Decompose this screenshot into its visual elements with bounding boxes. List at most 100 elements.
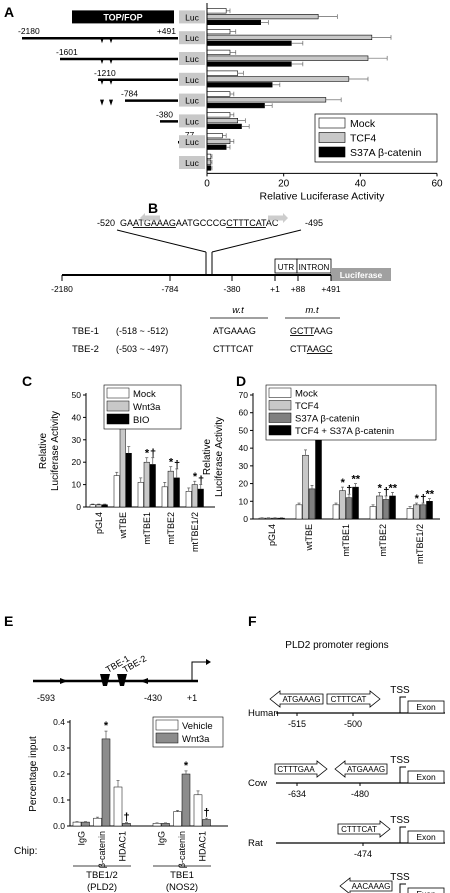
exon-label: Exon <box>416 772 436 782</box>
bar-a <box>206 91 231 97</box>
legend-label: Wnt3a <box>133 402 161 413</box>
zoom-line <box>211 229 302 253</box>
luc-box <box>179 114 205 128</box>
tick-label-y: 50 <box>72 390 82 400</box>
bar-a <box>206 118 238 124</box>
tbe-mark <box>109 99 113 106</box>
bar-e <box>101 738 111 827</box>
intron-label: INTRON <box>299 263 330 272</box>
legend-swatch <box>268 425 292 436</box>
tss-label: TSS <box>390 685 410 696</box>
legend-swatch <box>106 400 130 412</box>
legend-label: Mock <box>133 389 156 400</box>
category-label: pGL4 <box>267 524 277 546</box>
bar-e <box>181 773 191 827</box>
bar <box>89 504 96 508</box>
bar <box>173 477 180 508</box>
bar <box>113 475 120 508</box>
axis-title-y: RelativeLuciferase Activity <box>38 411 61 491</box>
tick-label-y: 70 <box>239 390 249 400</box>
species-label: Rat <box>248 838 263 849</box>
axis-title-line: Luciferase Activity <box>50 411 61 491</box>
seq-start-label: -520 <box>97 218 115 228</box>
category-label: pGL4 <box>94 512 104 534</box>
legend-swatch <box>268 412 292 423</box>
bar <box>185 491 192 508</box>
mt-header: m.t <box>305 305 319 316</box>
luc-label: Luc <box>185 33 199 43</box>
bar-a <box>206 8 227 14</box>
bar-e <box>122 823 131 827</box>
tbe-mark <box>109 78 113 85</box>
tbe-seq-f: AACAAAG <box>352 882 391 891</box>
tick-label-y-e: 0.0 <box>53 821 65 831</box>
tbe2-arrow <box>268 213 288 223</box>
legend-label-a: S37A β-catenin <box>350 147 422 159</box>
position-label: -593 <box>37 693 55 703</box>
species-label: Cow <box>248 778 267 789</box>
panel-a-bars <box>206 8 392 171</box>
intron-box <box>296 258 332 274</box>
bar-a <box>206 19 261 26</box>
significance-mark-e: * <box>184 760 189 772</box>
tick-label-b: +491 <box>321 284 340 294</box>
tbe-mark <box>100 99 104 106</box>
panel-f-title: PLD2 promoter regions <box>285 640 388 651</box>
significance-mark: † <box>198 475 204 487</box>
bar-a <box>206 76 350 82</box>
tick-label-y-e: 0.1 <box>53 795 65 805</box>
bar <box>426 501 433 520</box>
legend-label-a: Mock <box>350 118 376 130</box>
tick-label-b: +88 <box>291 284 306 294</box>
bar <box>332 504 340 520</box>
mut-bases: GCTT <box>290 326 315 336</box>
luc-label: Luc <box>185 54 199 64</box>
bar <box>271 517 279 520</box>
tick-label-a: 40 <box>355 178 367 189</box>
top-fop-label: TOP/FOP <box>103 12 142 22</box>
chip-antibody-label: IgG <box>157 831 167 846</box>
species-label: Human <box>248 708 279 719</box>
bar-a <box>206 28 231 35</box>
legend-label: TCF4 <box>295 401 319 412</box>
bar <box>137 482 144 508</box>
tick-label-a: 20 <box>278 178 290 189</box>
tbe-name: TBE-1 <box>72 326 99 337</box>
tss-arrow-f <box>399 696 406 713</box>
panel-label-b: B <box>148 200 158 216</box>
bar-e <box>81 821 90 827</box>
bar-a <box>206 103 265 109</box>
exon-box <box>407 887 445 893</box>
axis-title-line: Luciferase Activity <box>214 417 225 497</box>
luc-label: Luc <box>185 116 199 126</box>
significance-mark: * <box>415 493 420 505</box>
chip-antibody-label: HDAC1 <box>198 831 208 862</box>
significance-mark: * <box>145 448 150 460</box>
bar-a <box>206 55 369 61</box>
tick-label-y: 40 <box>239 443 249 453</box>
mut-bases: AAGC <box>307 344 333 354</box>
significance-mark: * <box>193 471 198 483</box>
group-name: TBE1 <box>170 870 194 881</box>
bar <box>161 486 168 508</box>
significance-mark: † <box>174 459 180 471</box>
bar-a <box>206 165 212 171</box>
tick-label-a: 0 <box>204 178 210 189</box>
tick-label-y: 0 <box>76 502 81 512</box>
bar-e <box>152 823 162 827</box>
tbe-arrow-f <box>334 760 388 778</box>
luc-label: Luc <box>185 137 199 147</box>
construct-end-label: +491 <box>157 26 176 36</box>
bar <box>167 470 174 508</box>
category-label: mtTBE1 <box>142 512 152 545</box>
bar <box>419 504 427 520</box>
luc-box <box>179 10 205 24</box>
bar-a <box>206 14 319 20</box>
bar <box>376 495 383 520</box>
